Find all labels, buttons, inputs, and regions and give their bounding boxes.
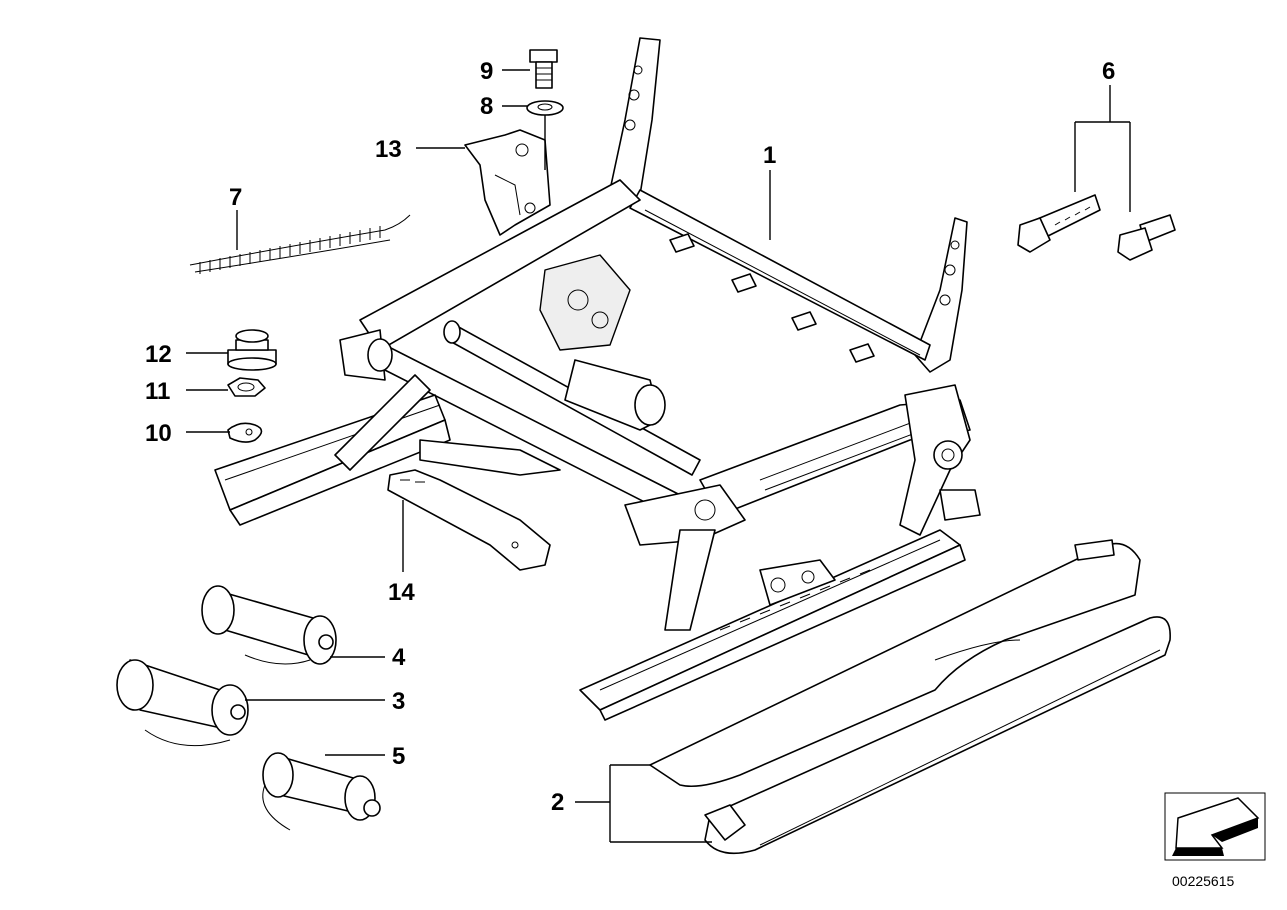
direction-arrow-icon xyxy=(1164,792,1266,861)
motor-3-part[interactable] xyxy=(116,659,249,747)
document-id: 00225615 xyxy=(1172,873,1235,889)
callout-6: 6 xyxy=(1102,58,1115,85)
nut-part[interactable] xyxy=(227,377,266,397)
callout-8: 8 xyxy=(480,93,493,120)
callout-13: 13 xyxy=(375,136,402,163)
callout-2: 2 xyxy=(551,789,564,816)
bolt-pair-part[interactable] xyxy=(1017,194,1176,261)
callout-12: 12 xyxy=(145,341,172,368)
callout-14: 14 xyxy=(388,579,415,606)
callout-labels: 1 2 3 4 5 6 7 8 9 10 11 12 13 14 xyxy=(145,58,1115,816)
callout-4: 4 xyxy=(392,644,406,671)
bushing-part[interactable] xyxy=(227,329,277,371)
bracket-part[interactable] xyxy=(464,129,551,236)
leader-lines xyxy=(186,69,1131,843)
callout-7: 7 xyxy=(229,184,242,211)
seat-frame-part[interactable] xyxy=(214,37,981,721)
bolt-part[interactable] xyxy=(529,49,558,89)
rail-cover-part[interactable] xyxy=(649,539,1171,855)
callout-5: 5 xyxy=(392,743,405,770)
spring-part[interactable] xyxy=(189,214,411,274)
washer-part[interactable] xyxy=(526,100,564,116)
callout-1: 1 xyxy=(763,142,776,169)
plate-part[interactable] xyxy=(387,469,551,571)
clip-part[interactable] xyxy=(227,422,263,443)
callout-3: 3 xyxy=(392,688,405,715)
callout-9: 9 xyxy=(480,58,493,85)
motor-5-part[interactable] xyxy=(262,752,381,831)
callout-10: 10 xyxy=(145,420,172,447)
motor-4-part[interactable] xyxy=(201,585,337,665)
callout-11: 11 xyxy=(145,378,170,405)
